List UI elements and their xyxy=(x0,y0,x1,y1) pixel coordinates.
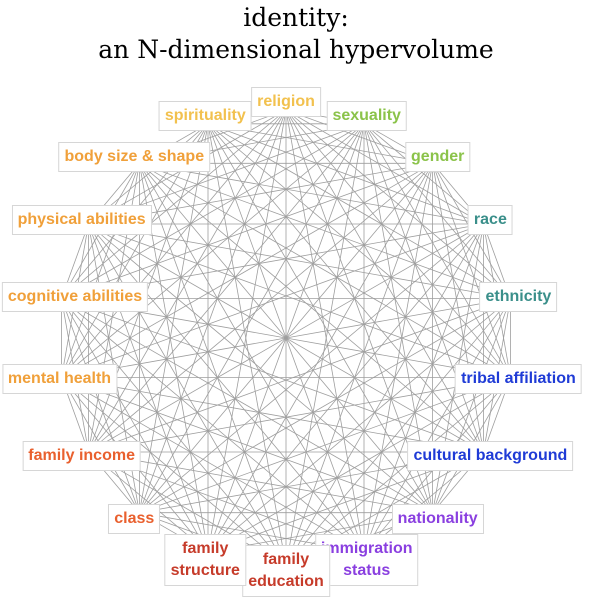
label-race: race xyxy=(467,205,513,235)
edge-family-education-body-size-shape xyxy=(139,163,287,567)
label-cognitive-abilities: cognitive abilities xyxy=(1,282,149,313)
edge-ethnicity-physical-abilities xyxy=(88,223,511,299)
edge-immigration-status-mental-health xyxy=(61,377,365,553)
edge-sexuality-cognitive-abilities xyxy=(61,123,365,299)
label-family-income: family income xyxy=(22,441,141,471)
label-tribal-affiliation: tribal affiliation xyxy=(455,363,582,394)
label-body-size-shape: body size & shape xyxy=(58,142,211,173)
title-line-1: identity: xyxy=(243,3,349,32)
label-nationality: nationality xyxy=(391,503,484,534)
label-religion: religion xyxy=(251,87,321,117)
label-physical-abilities: physical abilities xyxy=(11,205,152,235)
edge-religion-mental-health xyxy=(61,109,287,378)
edge-race-family-structure xyxy=(207,223,484,553)
title-line-2: an N-dimensional hypervolume xyxy=(98,35,494,64)
edge-tribal-affiliation-spirituality xyxy=(207,123,511,378)
edge-nationality-spirituality xyxy=(207,123,433,513)
edge-tribal-affiliation-physical-abilities xyxy=(88,223,511,378)
edge-nationality-family-income xyxy=(88,451,433,514)
edge-immigration-status-physical-abilities xyxy=(88,223,365,553)
edge-class-spirituality xyxy=(139,123,209,513)
edge-family-structure-cognitive-abilities xyxy=(61,298,209,553)
edge-ethnicity-family-education xyxy=(285,298,511,567)
edge-religion-race xyxy=(285,109,484,225)
edge-family-structure-physical-abilities xyxy=(88,223,209,553)
edge-tribal-affiliation-body-size-shape xyxy=(139,162,511,378)
edge-race-body-size-shape xyxy=(139,162,484,225)
edge-nationality-mental-health xyxy=(61,377,433,514)
edge-cultural-background-cognitive-abilities xyxy=(61,298,484,453)
edge-sexuality-ethnicity xyxy=(363,123,511,299)
edge-race-spirituality xyxy=(207,123,484,225)
edge-ethnicity-spirituality xyxy=(207,123,511,299)
edge-family-education-physical-abilities xyxy=(88,223,287,567)
graph-edges xyxy=(61,109,511,567)
edge-religion-tribal-affiliation xyxy=(285,109,511,378)
edge-gender-tribal-affiliation xyxy=(432,163,511,378)
edge-gender-mental-health xyxy=(61,162,433,378)
edge-race-immigration-status xyxy=(363,223,484,553)
edge-nationality-physical-abilities xyxy=(88,223,433,514)
edge-class-cognitive-abilities xyxy=(61,298,140,513)
edge-sexuality-family-income xyxy=(88,123,365,453)
edge-ethnicity-class xyxy=(139,298,511,514)
edge-ethnicity-body-size-shape xyxy=(139,162,511,299)
label-sexuality: sexuality xyxy=(326,101,407,132)
edge-family-education-cognitive-abilities xyxy=(61,298,287,567)
edge-family-education-spirituality xyxy=(207,123,287,567)
edge-nationality-cognitive-abilities xyxy=(61,298,433,514)
label-gender: gender xyxy=(405,142,471,173)
edge-immigration-status-spirituality xyxy=(207,123,365,553)
diagram-title: identity: an N-dimensional hypervolume xyxy=(0,2,592,66)
edge-sexuality-cultural-background xyxy=(363,123,484,453)
label-spirituality: spirituality xyxy=(158,101,252,132)
edge-tribal-affiliation-family-structure xyxy=(207,377,511,553)
edge-religion-class xyxy=(139,109,287,513)
label-ethnicity: ethnicity xyxy=(479,282,558,313)
edge-cultural-background-spirituality xyxy=(207,123,484,453)
edge-ethnicity-nationality xyxy=(432,298,511,513)
edge-tribal-affiliation-family-income xyxy=(88,377,511,453)
edge-immigration-status-cognitive-abilities xyxy=(61,298,365,553)
label-mental-health: mental health xyxy=(1,363,118,394)
edge-family-education-mental-health xyxy=(61,377,287,567)
edge-cultural-background-body-size-shape xyxy=(139,162,484,453)
label-cultural-background: cultural background xyxy=(407,441,574,471)
edge-gender-family-education xyxy=(285,163,433,567)
edge-mental-health-body-size-shape xyxy=(61,163,140,378)
edge-immigration-status-body-size-shape xyxy=(139,163,365,553)
edge-family-income-spirituality xyxy=(88,123,209,453)
label-class: class xyxy=(108,503,161,534)
edge-cultural-background-mental-health xyxy=(61,377,484,453)
